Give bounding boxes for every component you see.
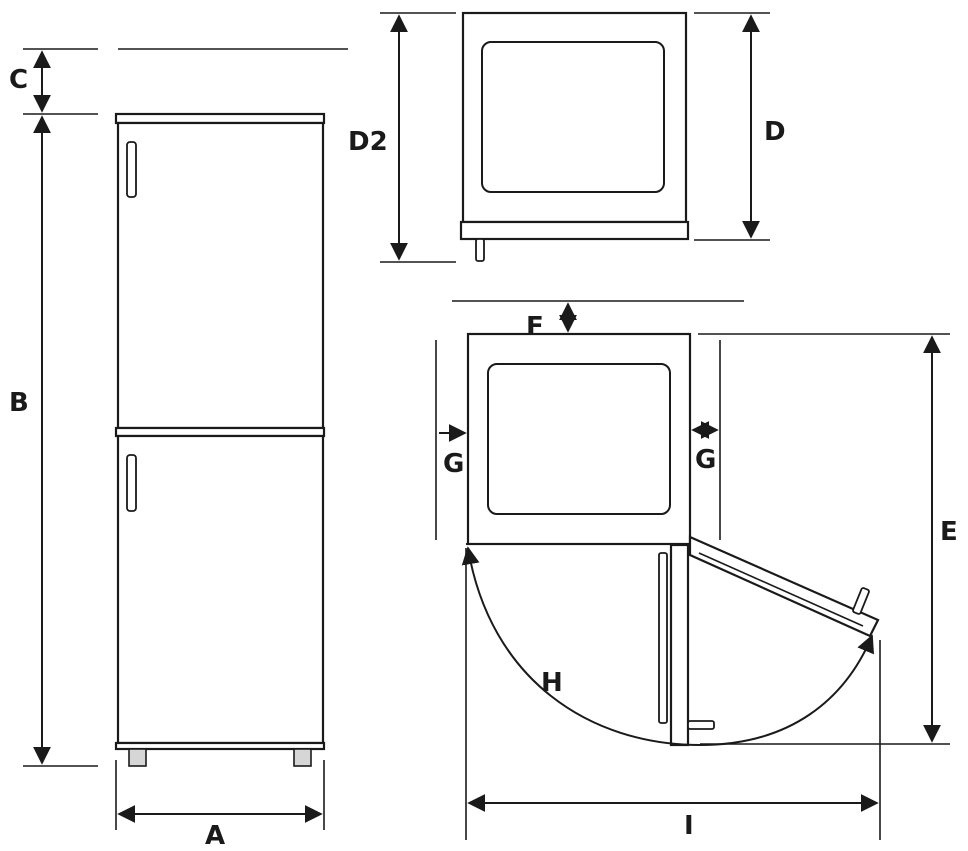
- dimension-e: [698, 333, 950, 745]
- dimension-b: [23, 115, 98, 767]
- label-g-right: G: [695, 445, 716, 475]
- side-base: [459, 220, 690, 241]
- dimension-f: [452, 300, 744, 333]
- label-e: E: [940, 517, 958, 547]
- top-view: [466, 332, 880, 747]
- plinth: [114, 741, 326, 751]
- label-f: F: [526, 312, 544, 342]
- door-open-knob: [852, 587, 870, 615]
- dimension-g-left: [435, 340, 467, 540]
- door-open: [688, 535, 880, 638]
- swing-arc-h: [461, 546, 874, 747]
- side-foot: [475, 238, 485, 262]
- label-d: D: [764, 117, 786, 147]
- label-h: H: [541, 668, 563, 698]
- label-a: A: [205, 821, 225, 851]
- upper-door-handle: [126, 141, 137, 198]
- top-panel-window: [487, 363, 671, 515]
- side-view: [459, 11, 690, 262]
- label-d2: D2: [348, 127, 388, 157]
- lower-door: [116, 434, 325, 745]
- dimension-i: [465, 548, 881, 840]
- front-view: [114, 112, 326, 767]
- dimension-a: [115, 760, 325, 830]
- door-vertical-handle: [658, 552, 668, 724]
- label-c: C: [9, 65, 28, 95]
- dimension-c: [23, 48, 348, 115]
- label-i: I: [684, 811, 694, 841]
- foot-left: [128, 748, 147, 767]
- label-g-left: G: [443, 449, 464, 479]
- side-panel-window: [481, 41, 665, 193]
- dimension-d: [694, 12, 770, 241]
- dimension-g-right: [691, 340, 721, 540]
- dimension-d2: [380, 12, 456, 263]
- lower-door-handle: [126, 454, 137, 512]
- door-separator: [114, 426, 326, 438]
- door-vertical-knob: [687, 720, 715, 730]
- label-b: B: [9, 388, 29, 418]
- upper-door: [116, 121, 325, 430]
- door-vertical: [669, 543, 690, 747]
- top-panel: [114, 112, 326, 125]
- foot-right: [293, 748, 312, 767]
